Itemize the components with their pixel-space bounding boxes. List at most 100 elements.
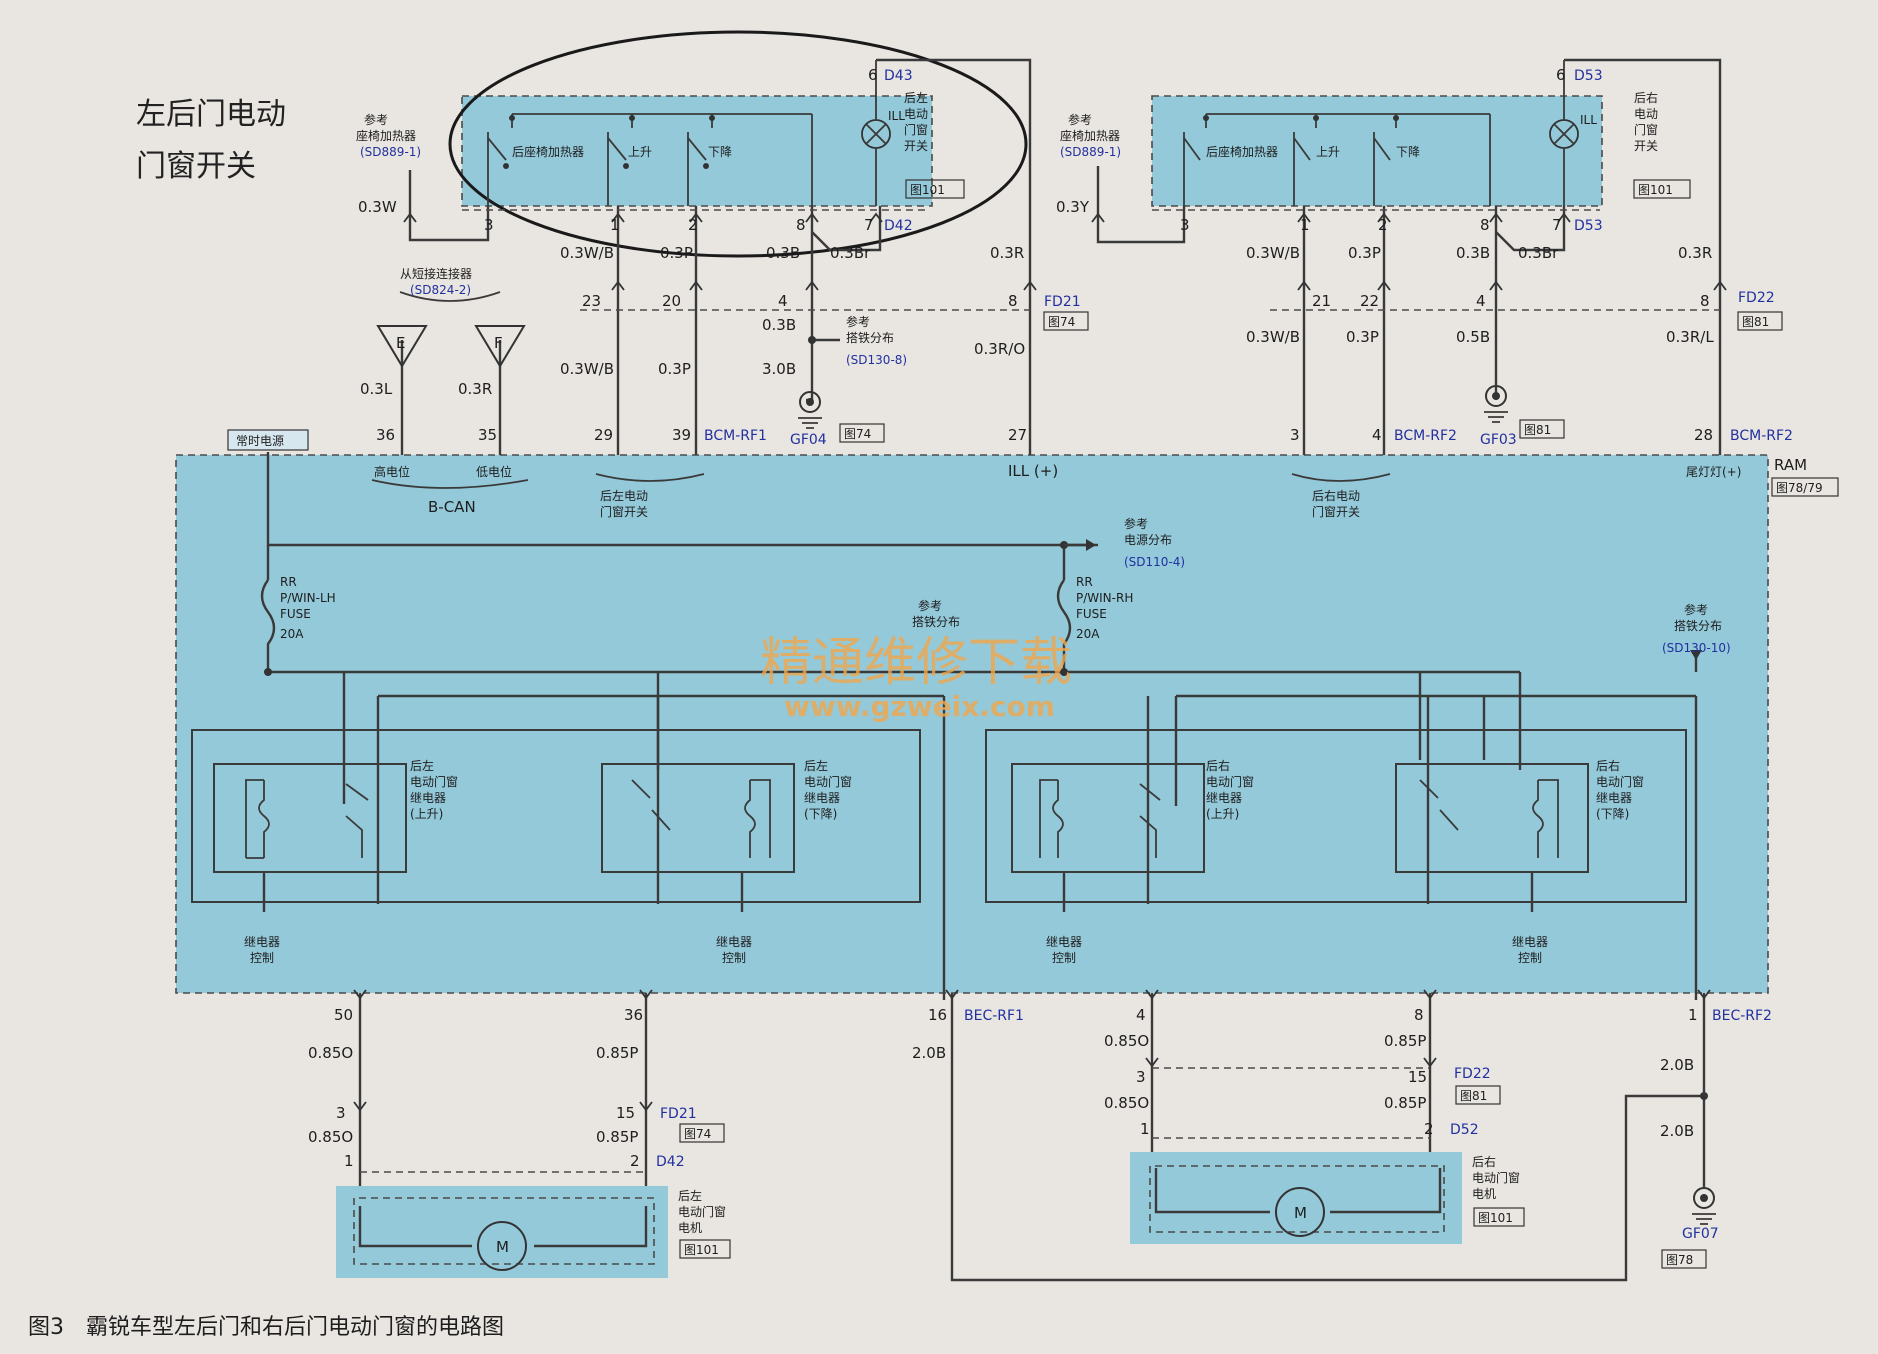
diagram-label: 28: [1694, 426, 1713, 444]
diagram-label: RR: [280, 575, 297, 589]
diagram-label: FD22: [1738, 290, 1775, 306]
diagram-label: 0.3R/O: [974, 340, 1025, 358]
diagram-label: 3: [1136, 1068, 1146, 1086]
diagram-label: 7: [864, 216, 874, 234]
diagram-label: BCM-RF2: [1730, 428, 1793, 444]
diagram-label: D52: [1450, 1122, 1479, 1138]
diagram-label: 27: [1008, 426, 1027, 444]
diagram-label: BCM-RF1: [704, 428, 767, 444]
connector-chevrons: [353, 212, 1727, 1112]
diagram-label: GF07: [1682, 1226, 1719, 1242]
diagram-label: FUSE: [1076, 607, 1107, 621]
diagram-label: 0.5B: [1456, 328, 1490, 346]
diagram-label: 0.3R/L: [1666, 328, 1714, 346]
diagram-label: 下降: [708, 145, 732, 159]
diagram-label: 4: [1476, 292, 1486, 310]
diagram-label: 39: [672, 426, 691, 444]
diagram-label: 6: [868, 66, 878, 84]
diagram-label: 20A: [1076, 627, 1100, 641]
diagram-label: 3: [336, 1104, 346, 1122]
diagram-label: 2: [1424, 1120, 1434, 1138]
figure-caption: 图3 霸锐车型左后门和右后门电动门窗的电路图: [28, 1315, 504, 1340]
diagram-label: 后座椅加热器: [512, 144, 584, 159]
diagram-label: D42: [884, 218, 913, 234]
diagram-label: 0.3P: [1348, 244, 1381, 262]
diagram-label: 8: [1008, 292, 1018, 310]
upper-wires-right: [1096, 58, 1722, 455]
diagram-label: 2.0B: [912, 1044, 946, 1062]
diagram-label: 下降: [1396, 145, 1420, 159]
diagram-label: 7: [1552, 216, 1562, 234]
diagram-label: 后左: [410, 758, 434, 773]
diagram-label: D42: [656, 1154, 685, 1170]
diagram-label: 电动门窗: [678, 1204, 726, 1219]
diagram-label: 搭铁分布: [912, 615, 960, 629]
diagram-label: 继电器: [410, 791, 446, 805]
diagram-label: (SD130-10): [1662, 641, 1731, 655]
diagram-label: P/WIN-LH: [280, 591, 336, 605]
right-switch-internals: [1183, 60, 1579, 206]
diagram-label: 继电器: [1046, 935, 1082, 949]
diagram-label: 参考: [846, 314, 870, 329]
diagram-label: 搭铁分布: [846, 331, 894, 345]
diagram-label: 1: [344, 1152, 354, 1170]
diagram-label: 图101: [684, 1243, 719, 1257]
diagram-label: ILL (+): [1008, 462, 1058, 480]
diagram-label: 0.3W: [358, 198, 397, 216]
diagram-label: E: [396, 334, 405, 352]
diagram-label: 3: [1180, 216, 1190, 234]
ground-gf04: [798, 391, 822, 429]
diagram-label: (SD889-1): [1060, 145, 1121, 159]
diagram-label: 尾灯灯(+): [1686, 465, 1741, 479]
diagram-label: 从短接连接器: [400, 266, 472, 281]
diagram-label: 29: [594, 426, 613, 444]
diagram-label: 8: [1480, 216, 1490, 234]
diagram-label: 8: [796, 216, 806, 234]
diagram-label: 电机: [1472, 1187, 1496, 1201]
diagram-label: 23: [582, 292, 601, 310]
diagram-label: 后座椅加热器: [1206, 144, 1278, 159]
mid-right-labels: 21 22 4 8 FD22 图81 0.3W/B 0.3P 0.5B 0.3R…: [1246, 290, 1783, 448]
diagram-label: 6: [1556, 66, 1566, 84]
diagram-label: GF03: [1480, 432, 1517, 448]
diagram-label: 电动门窗: [1206, 774, 1254, 789]
diagram-label: 门窗开关: [1312, 504, 1360, 519]
bottom-right-labels: 4 8 1 BEC-RF2 0.85O 0.85P 2.0B 3 15 FD22…: [1104, 1006, 1772, 1269]
left-switch-labels: 参考 座椅加热器 (SD889-1) 后座椅加热器 上升 下降 6 D43 IL…: [356, 66, 1024, 262]
diagram-label: RR: [1076, 575, 1093, 589]
diagram-label: 后右: [1634, 90, 1658, 105]
diagram-label: 1: [1140, 1120, 1150, 1138]
diagram-label: 搭铁分布: [1674, 619, 1722, 633]
diagram-label: 35: [478, 426, 497, 444]
diagram-label: 0.3B: [766, 244, 800, 262]
diagram-label: 低电位: [476, 464, 512, 479]
diagram-label: 继电器: [1206, 791, 1242, 805]
diagram-label: 开关: [1634, 139, 1658, 153]
diagram-label: 图101: [1638, 183, 1673, 197]
diagram-label: 3: [484, 216, 494, 234]
diagram-label: 0.85O: [308, 1128, 353, 1146]
diagram-label: 2.0B: [1660, 1056, 1694, 1074]
diagram-label: 电源分布: [1124, 533, 1172, 547]
diagram-label: 3: [1290, 426, 1300, 444]
ram-module-box: [176, 455, 1768, 993]
relay-labels: 后左 电动门窗 继电器 (上升) 继电器 控制 后左 电动门窗 继电器 (下降)…: [244, 758, 1644, 965]
diagram-label: FD21: [1044, 294, 1081, 310]
diagram-label: 0.85P: [1384, 1032, 1426, 1050]
bcm-pin-labels: 36 35 29 39 BCM-RF1 27 3 4 BCM-RF2 28 BC…: [376, 426, 1793, 444]
diagram-label: 后右: [1206, 758, 1230, 773]
diagram-label: 20A: [280, 627, 304, 641]
diagram-label: 座椅加热器: [1060, 128, 1120, 143]
diagram-label: 后右: [1472, 1154, 1496, 1169]
diagram-label: 0.3Br: [830, 244, 871, 262]
diagram-label: 15: [616, 1104, 635, 1122]
diagram-label: 22: [1360, 292, 1379, 310]
diagram-label: 0.3B: [762, 316, 796, 334]
right-motor-box: [1130, 1152, 1462, 1244]
diagram-label: 0.3Y: [1056, 198, 1090, 216]
diagram-label: (SD130-8): [846, 353, 907, 367]
diagram-label: 50: [334, 1006, 353, 1024]
diagram-label: 0.85P: [1384, 1094, 1426, 1112]
diagram-label: 图101: [910, 183, 945, 197]
